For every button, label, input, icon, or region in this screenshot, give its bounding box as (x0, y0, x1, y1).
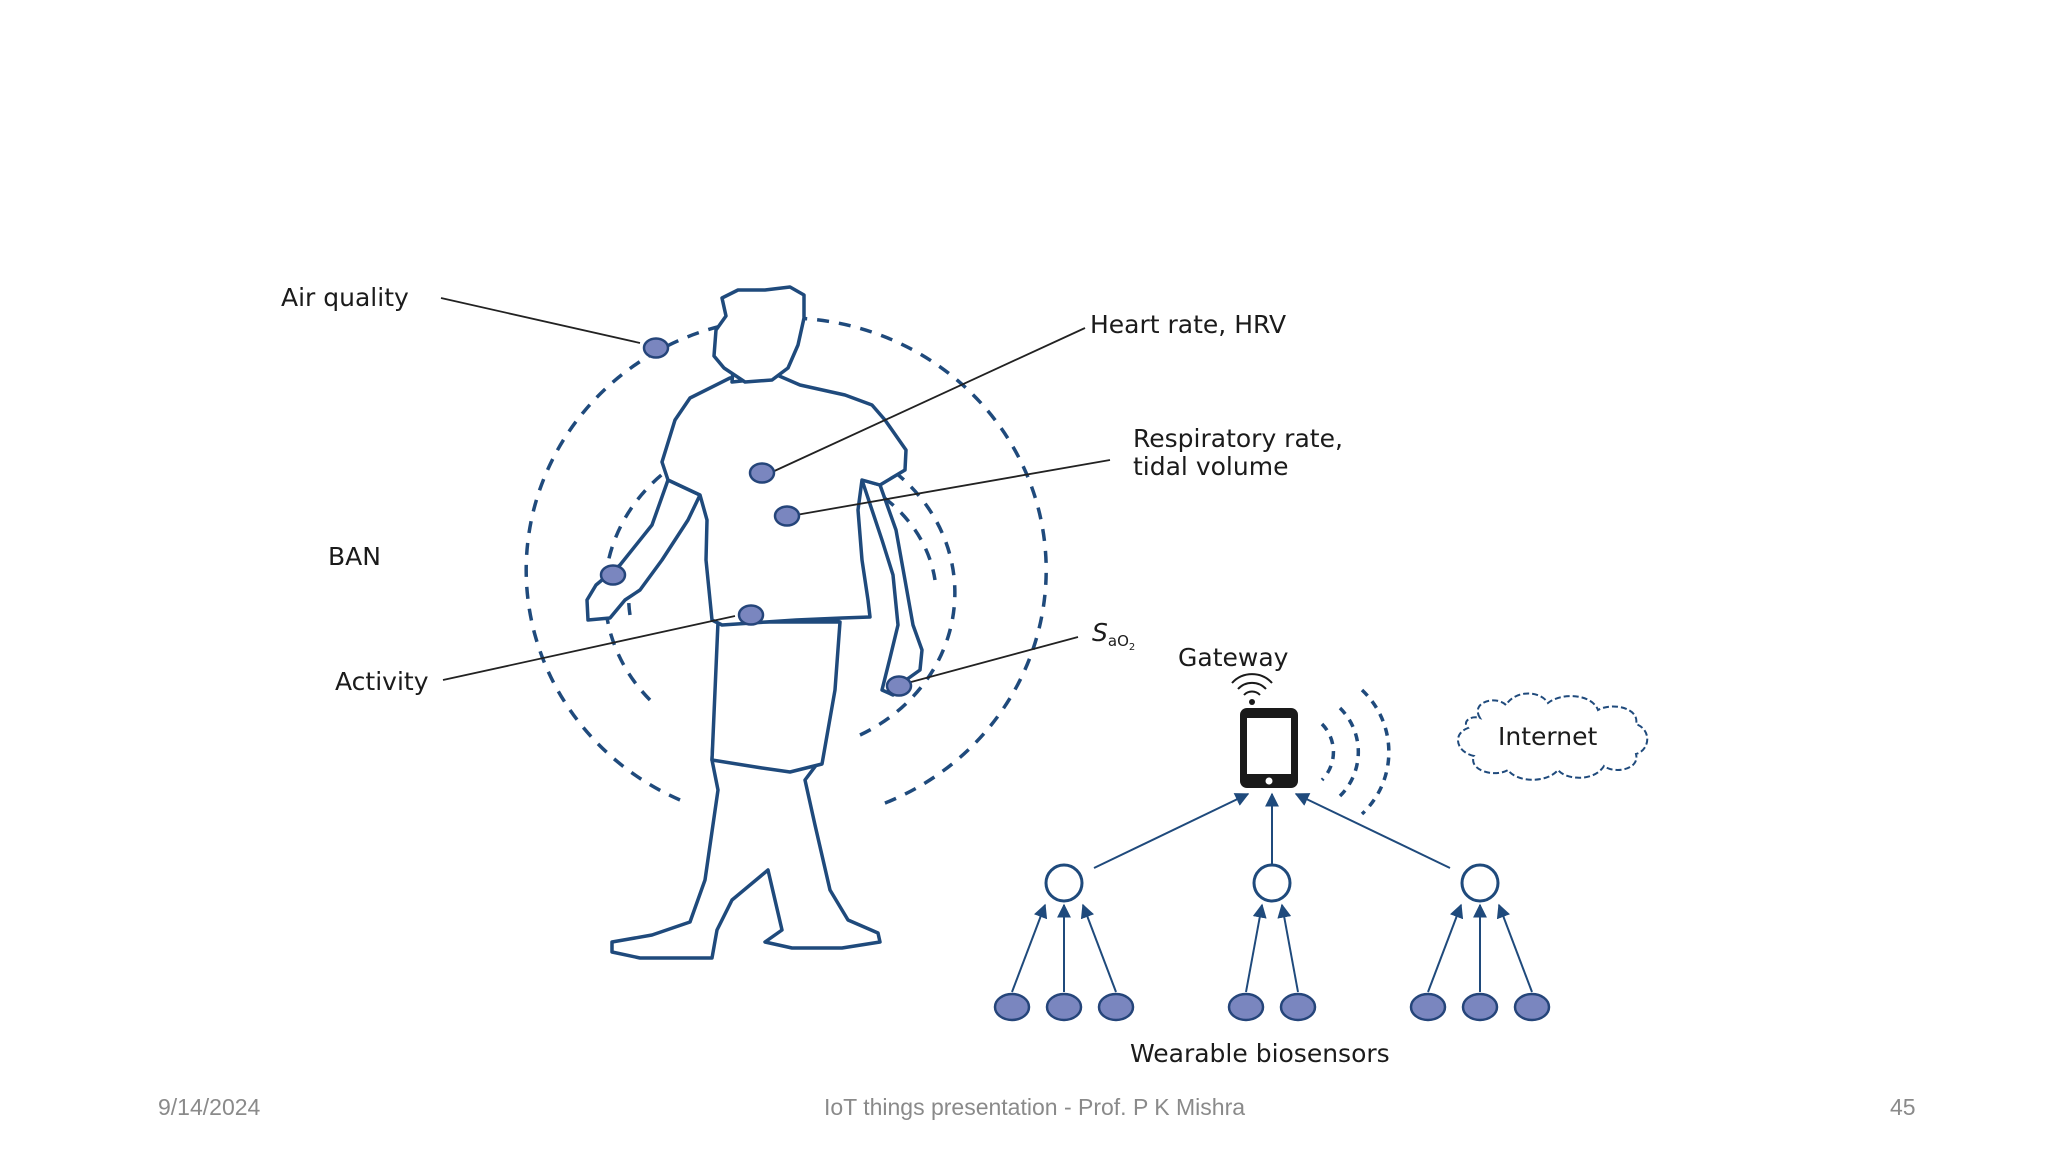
sensor-arrow (1277, 903, 1299, 993)
wearable-sensor (993, 992, 1031, 1022)
wearable-sensors (993, 992, 1551, 1022)
figure-right-arm (860, 478, 924, 697)
label-respiratory-1: Respiratory rate, (1133, 424, 1343, 453)
label-activity: Activity (335, 667, 429, 696)
sensor-air-quality (642, 337, 670, 359)
wearable-sensor (1045, 992, 1083, 1022)
sao2-sub: aO (1108, 632, 1129, 650)
sao2-subsub: 2 (1129, 642, 1135, 653)
wearable-sensor (1279, 992, 1317, 1022)
footer-page-number: 45 (1890, 1094, 1916, 1120)
leader-sao2 (899, 636, 1079, 686)
hub-node-1 (1044, 863, 1084, 903)
sensor-arrows (1011, 903, 1533, 993)
wifi-waves-icon (1320, 688, 1391, 816)
leader-respiratory (795, 459, 1111, 516)
leader-lines (440, 297, 1111, 686)
cloud-icon: Internet (1457, 692, 1649, 781)
hub-node-2 (1252, 863, 1292, 903)
label-wearable-biosensors: Wearable biosensors (1130, 1039, 1390, 1068)
human-figure (585, 285, 924, 960)
sensor-arrow (1011, 903, 1048, 993)
label-gateway: Gateway (1178, 643, 1289, 672)
footer-title: IoT things presentation - Prof. P K Mish… (824, 1094, 1246, 1120)
footer-date: 9/14/2024 (158, 1094, 261, 1120)
wearable-sensor (1409, 992, 1447, 1022)
label-ban: BAN (328, 542, 381, 571)
wearable-sensor (1461, 992, 1499, 1022)
sensor-activity (737, 604, 765, 626)
uplink-arrows (1093, 792, 1451, 869)
sensor-arrow (1245, 903, 1267, 993)
leader-activity (442, 615, 736, 681)
sensor-sao2 (885, 675, 913, 697)
sensor-arrow (1427, 903, 1464, 993)
figure-torso (660, 370, 908, 627)
wearable-sensor (1097, 992, 1135, 1022)
leader-air-quality (440, 297, 641, 344)
sensor-respiratory (773, 505, 801, 527)
figure-head (712, 285, 806, 384)
wearable-sensor (1513, 992, 1551, 1022)
sensor-arrow (1080, 903, 1117, 993)
label-heart-rate: Heart rate, HRV (1090, 310, 1286, 339)
smartphone-icon (1240, 708, 1298, 788)
label-sao2: SaO2 (1092, 618, 1135, 653)
sao2-main: S (1092, 618, 1108, 647)
wifi-icon (1231, 673, 1273, 705)
wearable-sensor (1227, 992, 1265, 1022)
body-sensors (599, 337, 913, 697)
figure-left-arm (585, 478, 702, 622)
sensor-heart-rate (748, 462, 776, 484)
label-respiratory-2: tidal volume (1133, 452, 1288, 481)
label-internet: Internet (1498, 722, 1597, 751)
hub-nodes (1044, 863, 1500, 903)
leader-heart-rate (769, 327, 1086, 474)
sensor-arrow (1496, 903, 1533, 993)
label-air-quality: Air quality (281, 283, 409, 312)
sensor-wrist (599, 564, 627, 586)
hub-node-3 (1460, 863, 1500, 903)
uplink-arrow-3 (1294, 793, 1451, 869)
figure-shorts (710, 620, 842, 774)
uplink-arrow-1 (1093, 793, 1250, 869)
